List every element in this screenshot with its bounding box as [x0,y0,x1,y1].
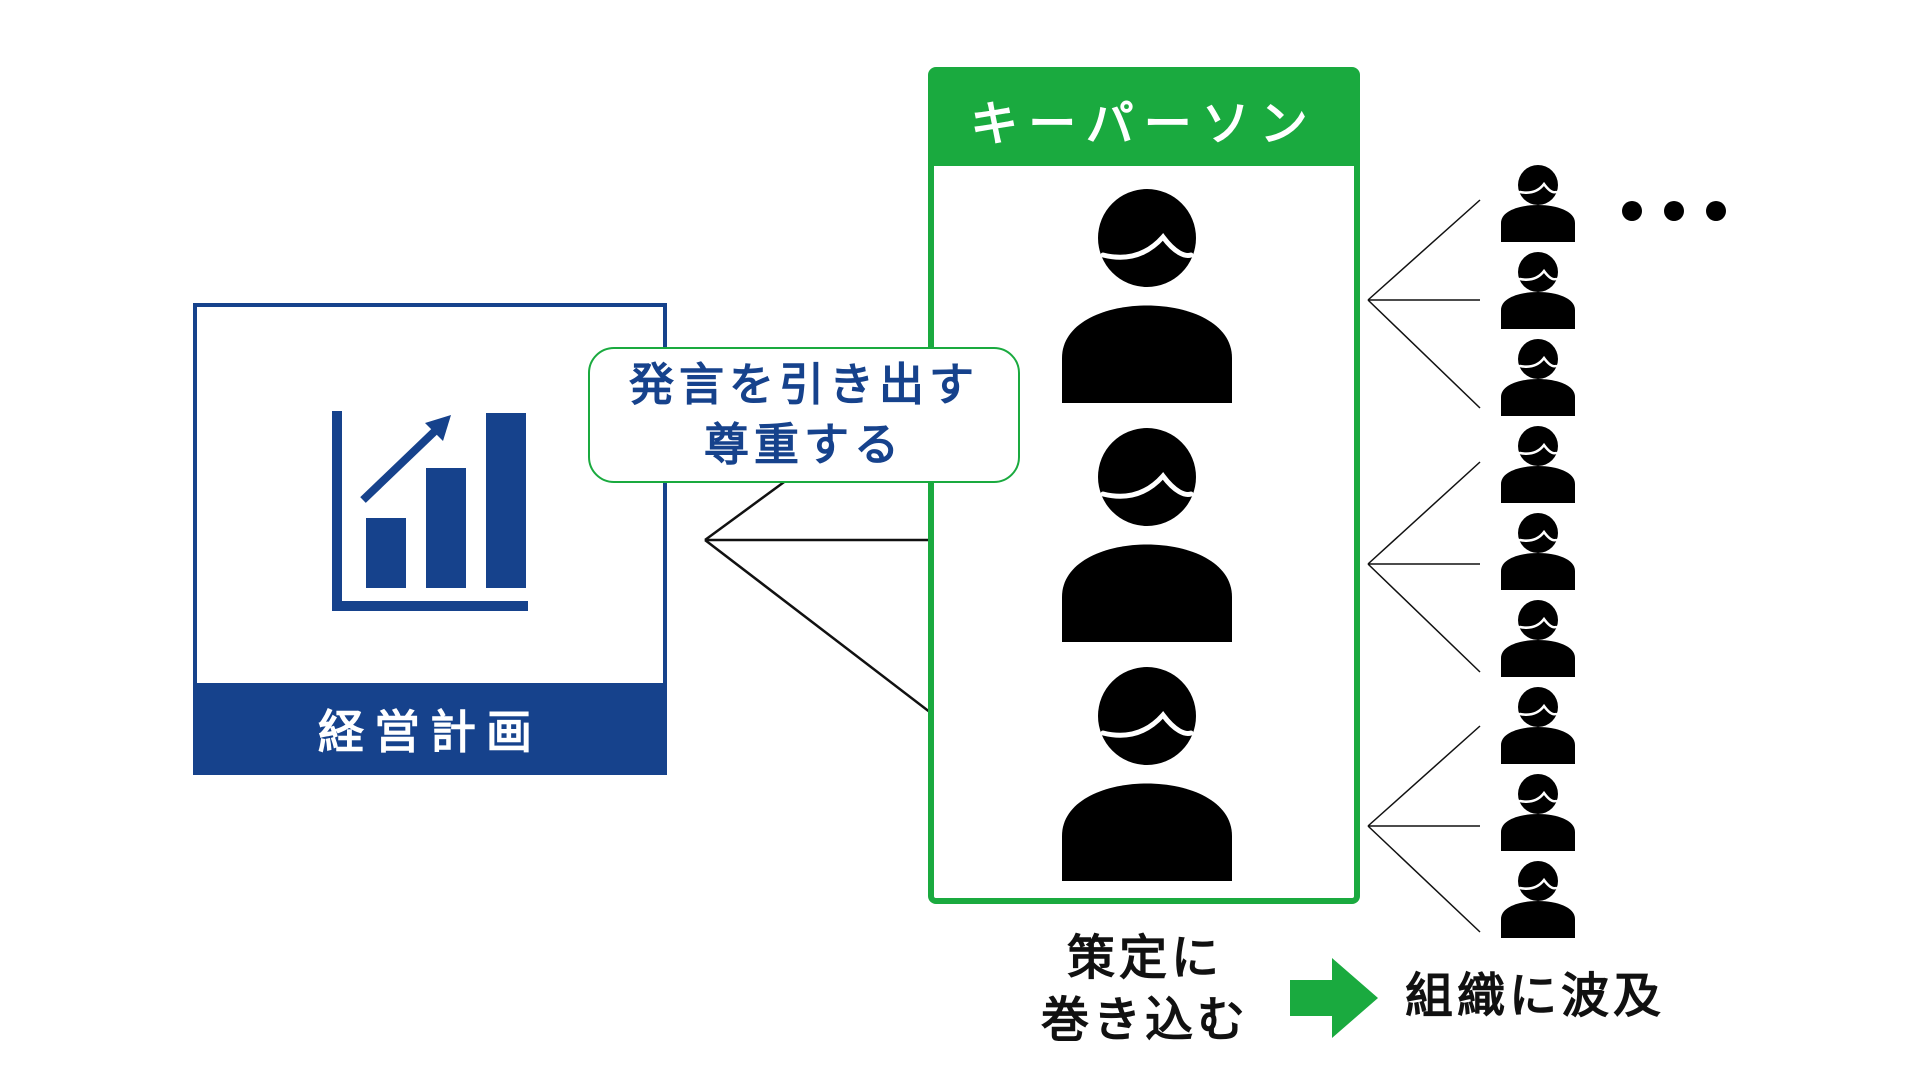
member-icon [1499,511,1577,592]
member-icon [1499,772,1577,853]
arrow-right-icon [1290,958,1378,1038]
member-icon [1499,163,1577,244]
member-icon [1499,250,1577,331]
involve-caption-line-1: 策定に [1066,930,1223,986]
member-icon [1499,424,1577,505]
callout-bubble: 発言を引き出す 尊重する [588,347,1020,483]
member-icon [1499,685,1577,766]
growth-chart-icon [332,411,528,611]
key-person-panel [928,166,1360,904]
involve-caption: 策定に 巻き込む [1010,927,1280,1051]
connector-line [1367,461,1481,565]
member-icon [1499,337,1577,418]
management-plan-label: 経営計画 [193,683,667,775]
connector-line [1367,299,1481,409]
connector-line [1367,725,1481,827]
callout-line-2: 尊重する [703,418,904,471]
spread-caption: 組織に波及 [1405,968,1666,1024]
involve-caption-line-2: 巻き込む [1040,992,1249,1048]
member-icon [1499,598,1577,679]
connector-line [1367,199,1481,301]
member-icon [1499,859,1577,940]
callout-line-1: 発言を引き出す [628,358,979,411]
key-person-header: キーパーソン [928,67,1360,171]
ellipsis-icon [1622,201,1726,221]
connector-line [1367,825,1481,933]
connector-line [1367,563,1481,673]
